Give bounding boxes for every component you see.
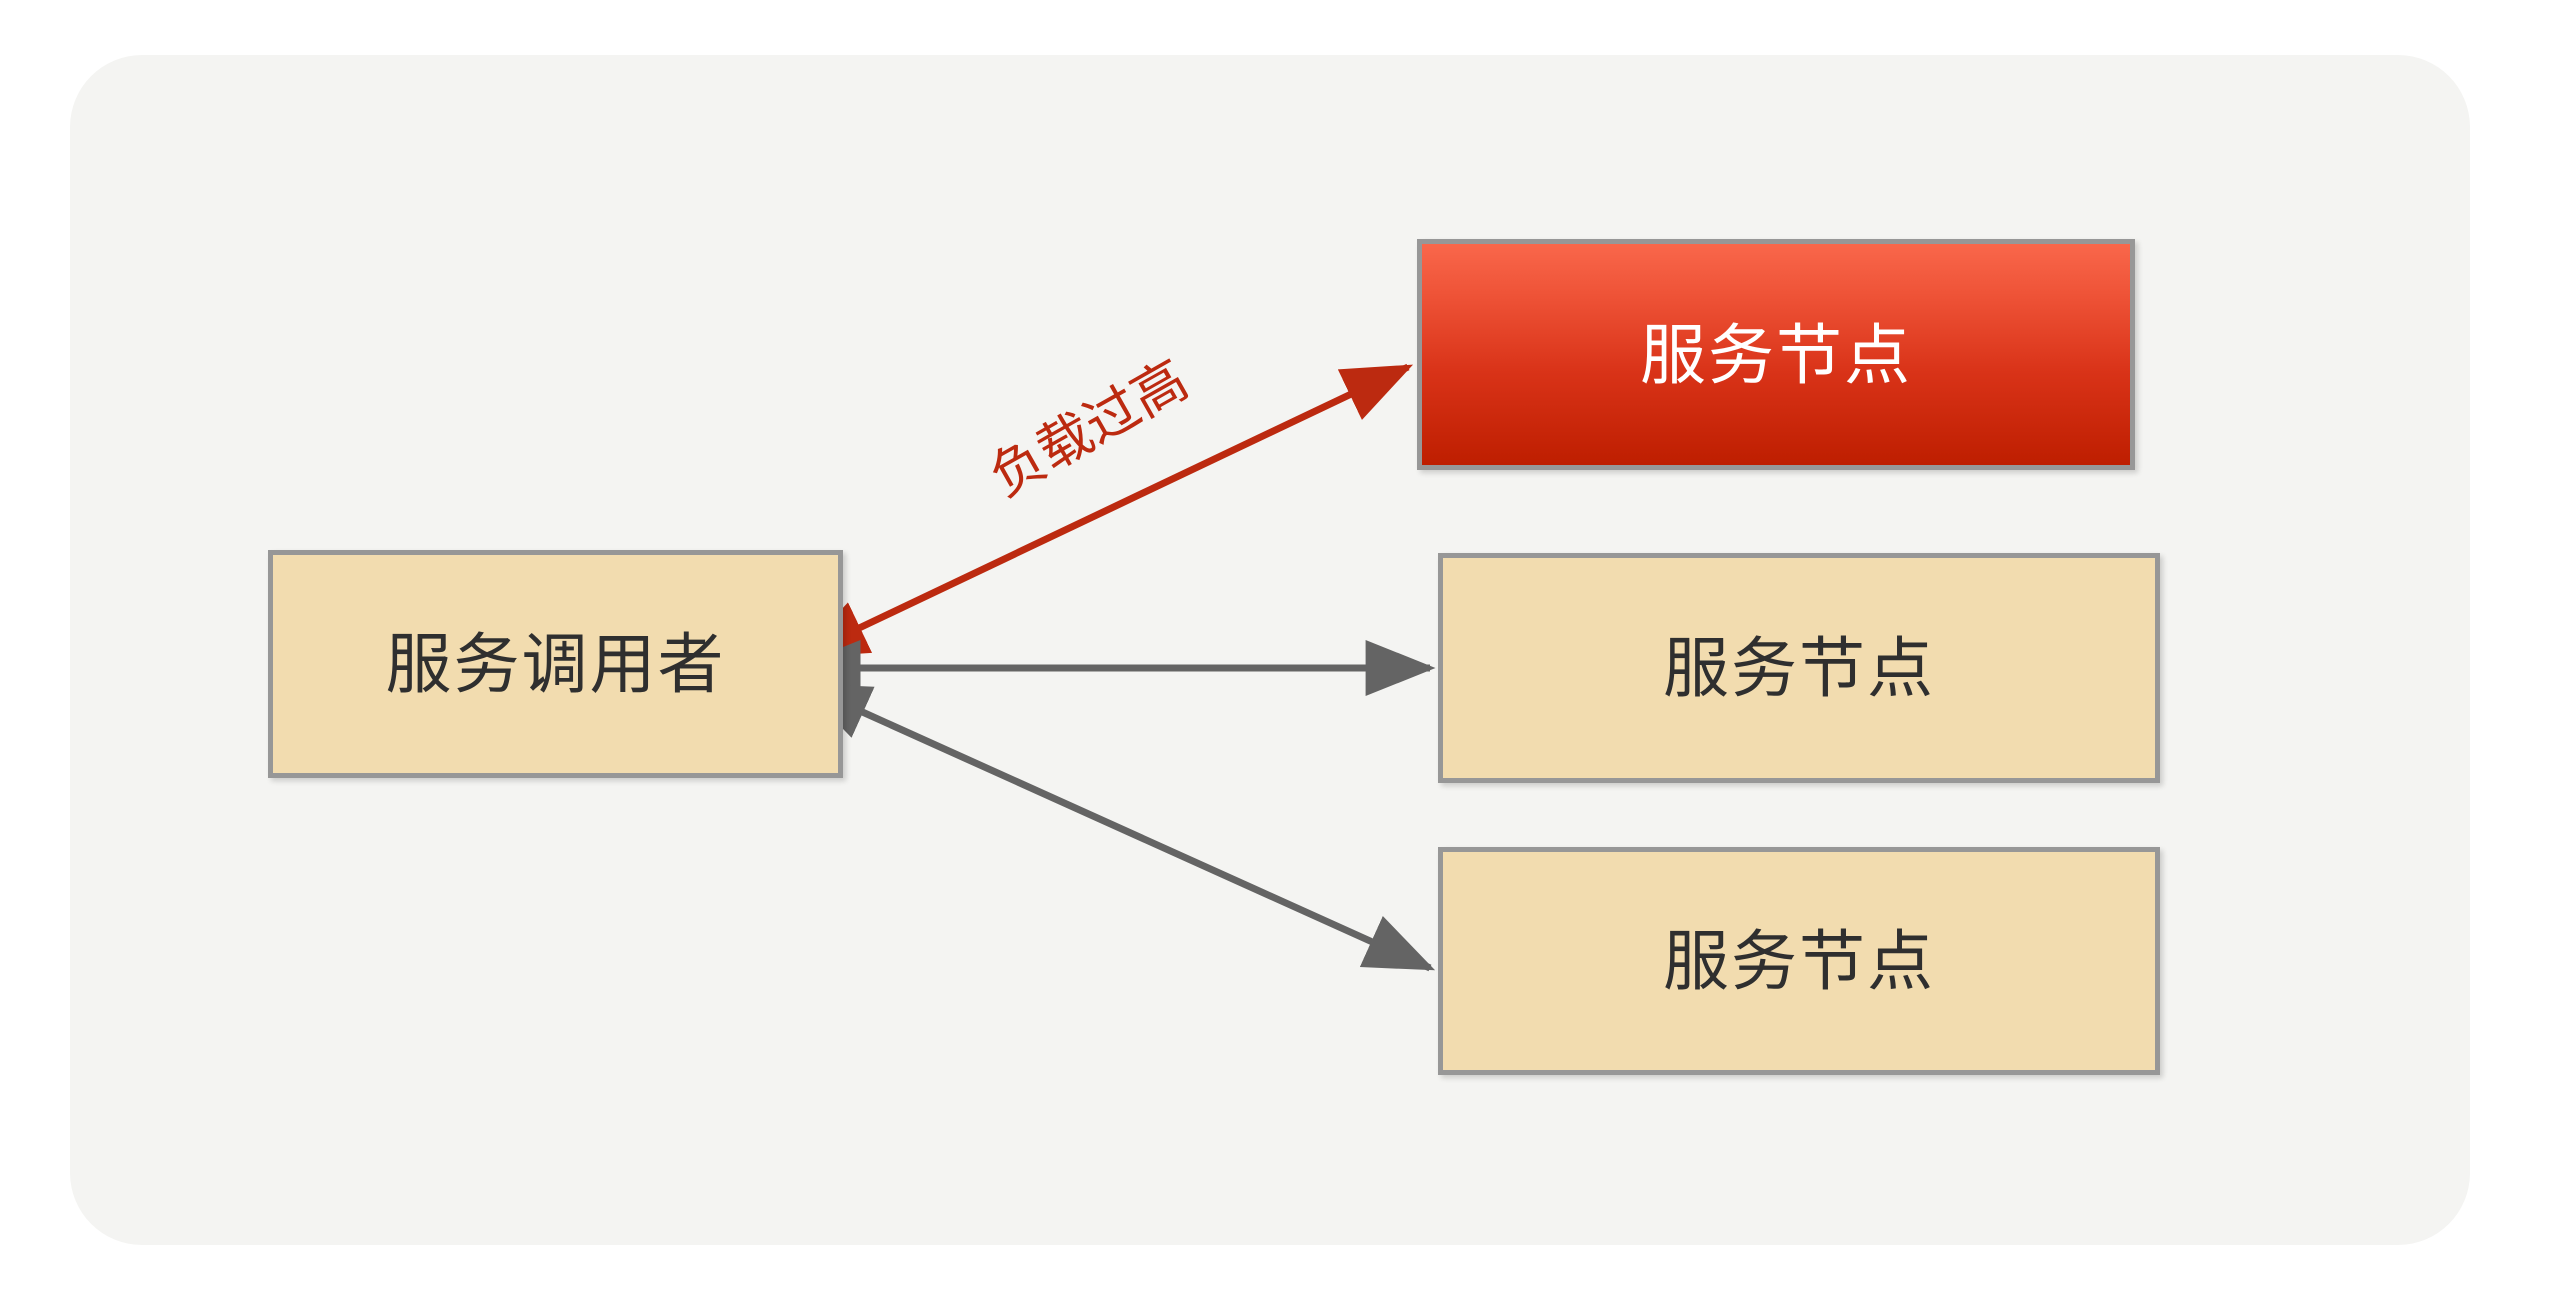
node-service-node-overloaded[interactable]: 服务节点 [1417, 239, 2135, 470]
node-service-node-overloaded-label: 服务节点 [1640, 317, 1912, 392]
node-service-node-3[interactable]: 服务节点 [1438, 847, 2160, 1075]
node-service-node-3-label: 服务节点 [1663, 924, 1935, 998]
node-service-node-2-label: 服务节点 [1663, 631, 1935, 705]
node-service-caller-label: 服务调用者 [385, 627, 726, 701]
node-service-caller[interactable]: 服务调用者 [268, 550, 843, 778]
node-service-node-2[interactable]: 服务节点 [1438, 553, 2160, 783]
